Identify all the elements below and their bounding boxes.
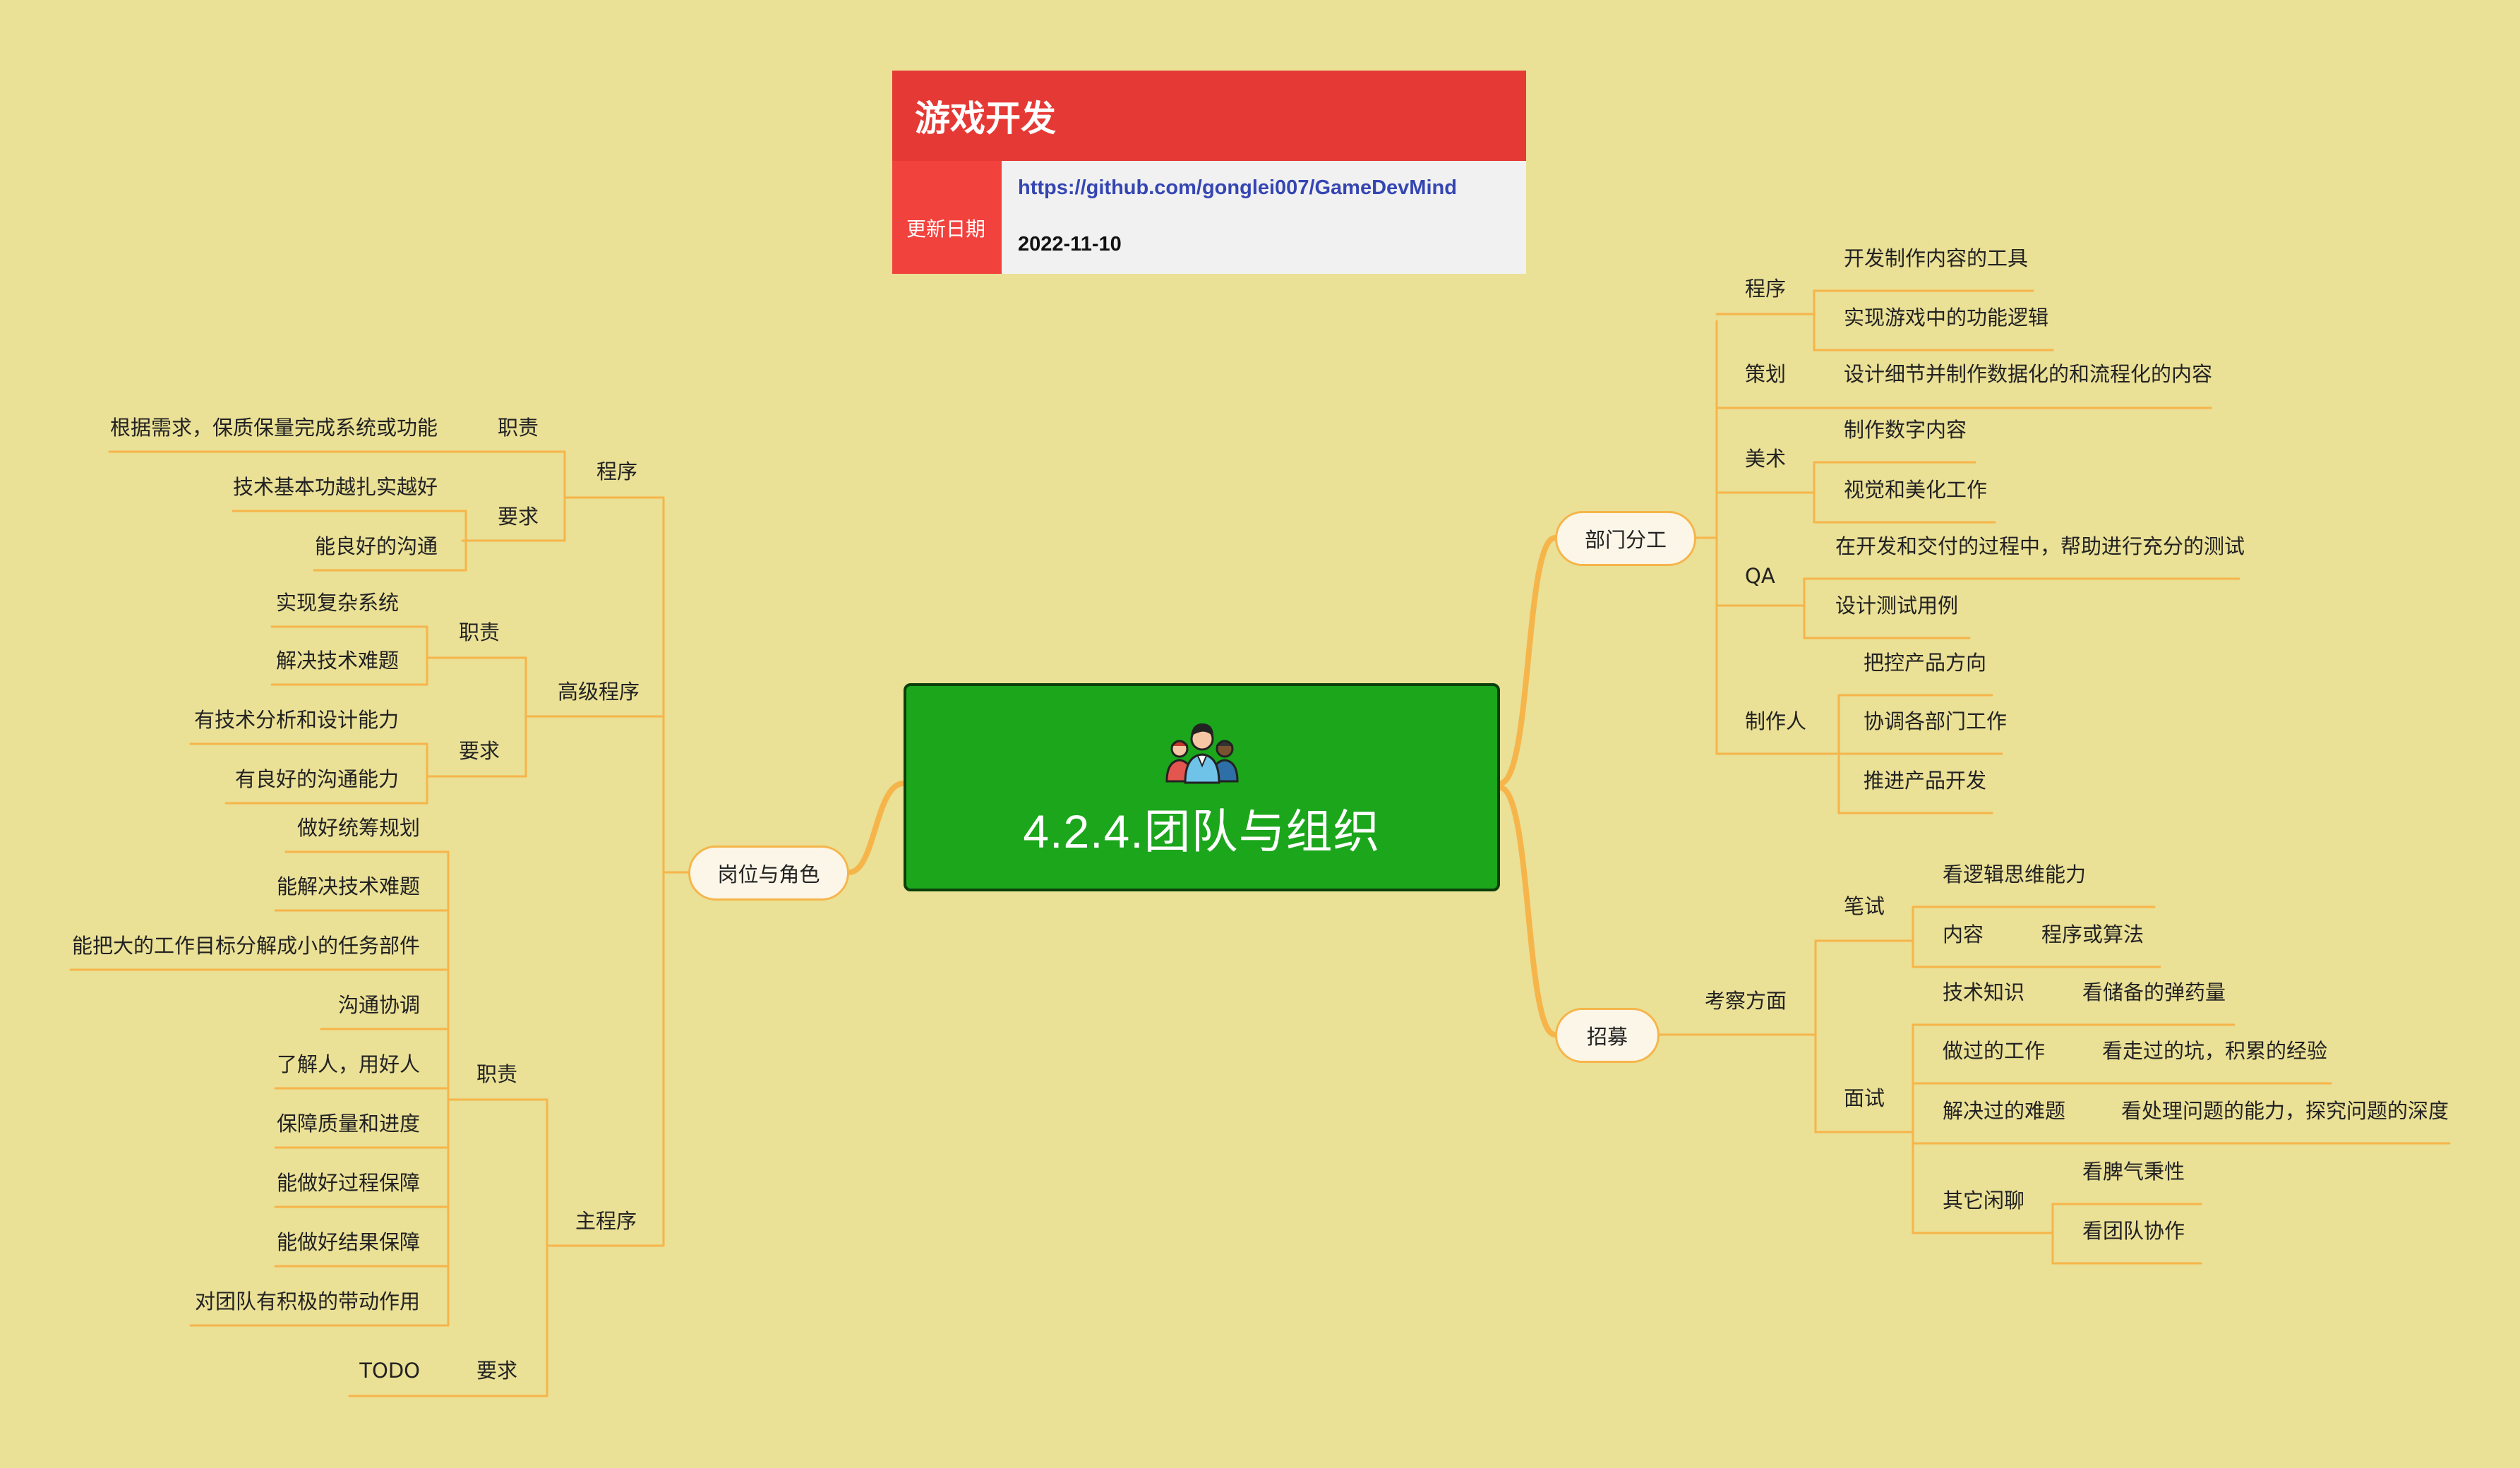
dept-qa[interactable]: QA xyxy=(1745,564,1775,588)
root-topic[interactable]: 4.2.4.团队与组织 xyxy=(904,683,1500,891)
leaf-dept-art-2[interactable]: 视觉和美化工作 xyxy=(1844,478,1988,502)
leaf-lead-duty-6[interactable]: 保障质量和进度 xyxy=(276,1112,420,1136)
info-body xyxy=(1002,161,1526,274)
leaf-senior-duty-2[interactable]: 解决技术难题 xyxy=(275,649,399,673)
lead-duty[interactable]: 职责 xyxy=(476,1062,518,1086)
role-senior-programmer[interactable]: 高级程序 xyxy=(558,680,640,704)
recruit-written-test[interactable]: 笔试 xyxy=(1844,894,1885,918)
branch-roles[interactable]: 岗位与角色 xyxy=(688,846,849,901)
branch-recruitment[interactable]: 招募 xyxy=(1555,1008,1660,1063)
leaf-lead-duty-5[interactable]: 了解人，用好人 xyxy=(276,1052,420,1076)
leaf-dept-qa-1[interactable]: 在开发和交付的过程中，帮助进行充分的测试 xyxy=(1835,534,2245,558)
leaf-lead-duty-9[interactable]: 对团队有积极的带动作用 xyxy=(194,1289,420,1313)
interview-past-work[interactable]: 做过的工作 xyxy=(1943,1039,2046,1063)
leaf-interview-tech[interactable]: 看储备的弹药量 xyxy=(2082,980,2226,1004)
leaf-dept-art-1[interactable]: 制作数字内容 xyxy=(1844,418,1967,442)
leaf-programmer-duty-1[interactable]: 根据需求，保质保量完成系统或功能 xyxy=(109,416,438,440)
leaf-interview-chat-2[interactable]: 看团队协作 xyxy=(2082,1219,2185,1243)
leaf-interview-problems[interactable]: 看处理问题的能力，探究问题的深度 xyxy=(2121,1099,2449,1123)
leaf-dept-prog-1[interactable]: 开发制作内容的工具 xyxy=(1844,246,2029,270)
date-label: 更新日期 xyxy=(906,217,986,241)
senior-duty[interactable]: 职责 xyxy=(459,620,500,644)
leaf-interview-chat-1[interactable]: 看脾气秉性 xyxy=(2082,1160,2185,1184)
leaf-lead-duty-4[interactable]: 沟通协调 xyxy=(337,993,420,1017)
role-programmer[interactable]: 程序 xyxy=(596,459,638,483)
leaf-senior-req-1[interactable]: 有技术分析和设计能力 xyxy=(193,708,399,732)
team-people-icon xyxy=(1165,723,1239,783)
leaf-dept-producer-1[interactable]: 把控产品方向 xyxy=(1864,651,1987,675)
leaf-lead-duty-8[interactable]: 能做好结果保障 xyxy=(276,1230,420,1254)
leaf-senior-req-2[interactable]: 有良好的沟通能力 xyxy=(234,767,399,791)
dept-art[interactable]: 美术 xyxy=(1745,447,1787,471)
info-title: 游戏开发 xyxy=(892,71,1526,161)
programmer-requirement[interactable]: 要求 xyxy=(498,505,539,529)
leaf-lead-duty-7[interactable]: 能做好过程保障 xyxy=(276,1171,420,1195)
recruit-aspects[interactable]: 考察方面 xyxy=(1705,989,1787,1013)
interview-chat[interactable]: 其它闲聊 xyxy=(1943,1189,2025,1213)
dept-design[interactable]: 策划 xyxy=(1745,362,1787,386)
programmer-duty[interactable]: 职责 xyxy=(498,416,539,440)
leaf-dept-design-1[interactable]: 设计细节并制作数据化的和流程化的内容 xyxy=(1844,362,2213,386)
written-content[interactable]: 内容 xyxy=(1943,922,1984,946)
leaf-programmer-req-1[interactable]: 技术基本功越扎实越好 xyxy=(232,475,438,499)
interview-solved-problems[interactable]: 解决过的难题 xyxy=(1943,1099,2066,1123)
leaf-programmer-req-2[interactable]: 能良好的沟通 xyxy=(314,534,438,558)
repo-link[interactable]: https://github.com/gonglei007/GameDevMin… xyxy=(1018,176,1457,199)
leaf-senior-duty-1[interactable]: 实现复杂系统 xyxy=(275,591,399,615)
leaf-interview-work[interactable]: 看走过的坑，积累的经验 xyxy=(2102,1039,2328,1063)
leaf-lead-duty-3[interactable]: 能把大的工作目标分解成小的任务部件 xyxy=(71,934,420,958)
leaf-lead-req-1[interactable]: TODO xyxy=(359,1359,420,1383)
senior-requirement[interactable]: 要求 xyxy=(459,739,500,763)
dept-programmer[interactable]: 程序 xyxy=(1745,277,1787,301)
info-side-bar xyxy=(892,161,1002,274)
leaf-lead-duty-1[interactable]: 做好统筹规划 xyxy=(296,816,420,840)
leaf-written-1[interactable]: 看逻辑思维能力 xyxy=(1943,862,2087,886)
leaf-written-content-1[interactable]: 程序或算法 xyxy=(2041,922,2144,946)
leaf-dept-producer-2[interactable]: 协调各部门工作 xyxy=(1864,709,2008,733)
recruit-interview[interactable]: 面试 xyxy=(1844,1086,1885,1110)
lead-requirement[interactable]: 要求 xyxy=(476,1359,518,1383)
leaf-lead-duty-2[interactable]: 能解决技术难题 xyxy=(276,874,420,898)
leaf-dept-producer-3[interactable]: 推进产品开发 xyxy=(1864,769,1987,793)
leaf-dept-prog-2[interactable]: 实现游戏中的功能逻辑 xyxy=(1844,306,2049,330)
info-card: 游戏开发 更新日期 https://github.com/gonglei007/… xyxy=(892,71,1526,274)
root-title: 4.2.4.团队与组织 xyxy=(1023,805,1381,858)
dept-producer[interactable]: 制作人 xyxy=(1745,709,1807,733)
leaf-dept-qa-2[interactable]: 设计测试用例 xyxy=(1835,594,1959,618)
update-date: 2022-11-10 xyxy=(1018,233,1122,255)
interview-tech[interactable]: 技术知识 xyxy=(1943,980,2025,1004)
branch-departments[interactable]: 部门分工 xyxy=(1555,511,1696,566)
role-lead-programmer[interactable]: 主程序 xyxy=(575,1209,637,1233)
